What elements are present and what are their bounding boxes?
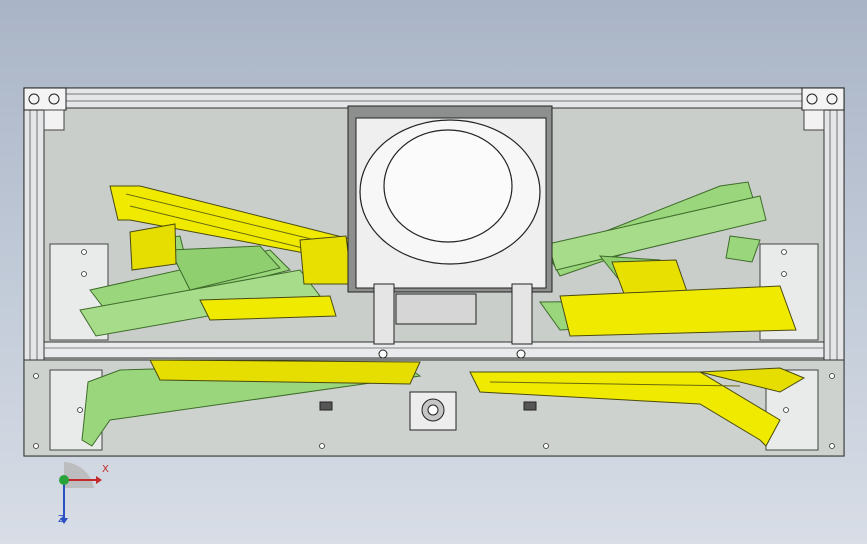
motor-housing (347, 105, 553, 359)
corner-block-left (23, 87, 67, 111)
top-rail (23, 87, 845, 109)
gearbox-mount (409, 391, 457, 431)
left-post (23, 107, 45, 361)
middle-rail (43, 341, 825, 359)
triad-x-label: X (102, 464, 109, 475)
right-post (823, 107, 845, 361)
triad-z-label: Z (58, 514, 65, 525)
triad-icon (59, 462, 102, 524)
corner-block-right (801, 87, 845, 111)
yellow-linkage-parts (109, 185, 806, 447)
orientation-triad: X Z (44, 462, 124, 532)
